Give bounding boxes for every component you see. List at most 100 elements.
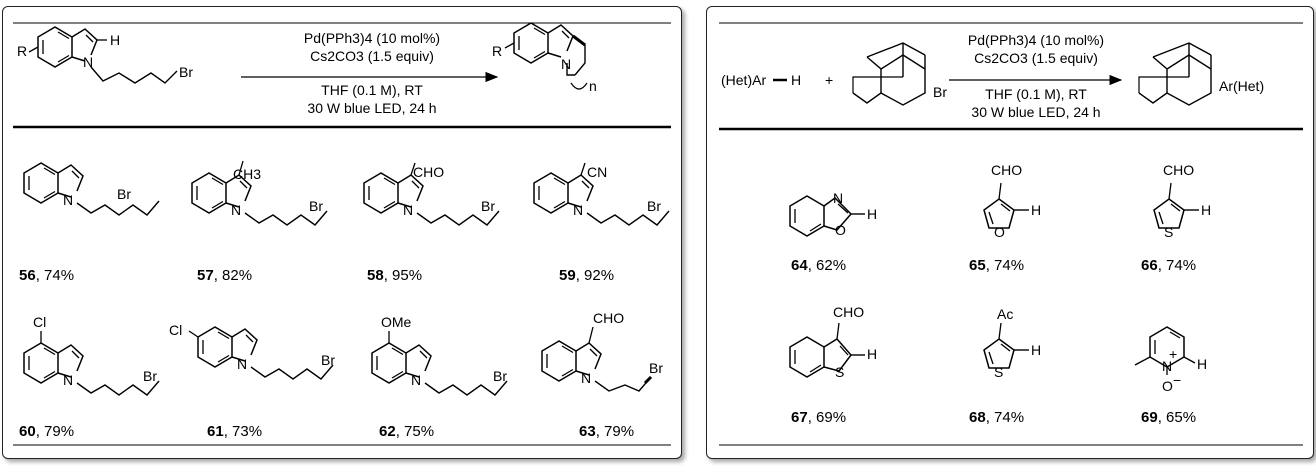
compound-61-structure	[188, 326, 334, 380]
compound-60-structure	[23, 331, 160, 396]
reaction-conditions-bottom: THF (0.1 M), RT 30 W blue LED, 24 h	[249, 81, 495, 117]
plus-sign: +	[825, 72, 833, 88]
heteroarene-scope-drawing: (Het)Ar H + Br Ar(Het) N O H CHO O H CHO…	[719, 22, 1303, 446]
compound-56-structure	[23, 162, 160, 216]
br-label: Br	[143, 368, 157, 384]
n-label: N	[231, 202, 241, 218]
compound-57-caption: 57, 82%	[197, 267, 253, 284]
n-label: N	[237, 356, 247, 372]
product-n-index: n	[589, 78, 597, 94]
n-label: N	[63, 372, 73, 388]
br-label: Br	[321, 352, 335, 368]
n-label: N	[403, 202, 413, 218]
compound-61-caption: 61, 73%	[207, 423, 263, 440]
compound-68-caption: 68, 74%	[969, 409, 1025, 426]
compound-66-structure	[1153, 182, 1200, 229]
br-label: Br	[647, 198, 661, 214]
n-label: N	[581, 370, 591, 386]
compound-67-caption: 67, 69%	[791, 409, 847, 426]
compound-63-structure	[541, 326, 653, 392]
h-label: H	[867, 346, 877, 362]
compound-60-caption: 60, 79%	[19, 423, 75, 440]
plus-charge-label: +	[1169, 346, 1177, 362]
br-label: Br	[117, 186, 131, 202]
br-label: Br	[481, 198, 495, 214]
product-r-label: R	[492, 43, 502, 59]
compound-64-caption: 64, 62%	[791, 257, 847, 274]
h-label: H	[867, 206, 877, 222]
compound-57-substituent: CH3	[233, 166, 261, 182]
condition-catalyst: Pd(PPh3)4 (10 mol%)	[303, 30, 441, 46]
substrate-n-label: N	[83, 54, 93, 70]
h-label: H	[1201, 202, 1211, 218]
o-label: O	[835, 222, 846, 238]
s-label: S	[994, 364, 1003, 380]
compound-68-structure	[983, 322, 1030, 369]
compound-62-structure	[371, 331, 508, 396]
compound-62-caption: 62, 75%	[379, 423, 435, 440]
substrate-r-label: R	[17, 43, 27, 59]
substrate-br-label: Br	[179, 64, 193, 80]
compound-69-structure	[1134, 326, 1196, 375]
s-label: S	[1164, 224, 1173, 240]
indole-scope-panel: R H N Br R N n N Br CH3	[2, 6, 682, 459]
compound-64-structure	[789, 195, 865, 237]
compound-62-substituent: OMe	[381, 314, 412, 330]
compound-68-substituent: Ac	[997, 306, 1013, 322]
condition-light: 30 W blue LED, 24 h	[971, 104, 1101, 120]
o-label: O	[994, 224, 1005, 240]
adamantyl-product-structure	[1138, 42, 1212, 106]
compound-59-substituent: CN	[587, 164, 607, 180]
compound-67-structure	[789, 322, 865, 378]
compound-60-substituent: Cl	[33, 314, 46, 330]
product-structure	[504, 22, 588, 90]
bromoadamantane-structure	[852, 42, 926, 106]
product-n-label: N	[561, 56, 571, 72]
condition-solvent: THF (0.1 M), RT	[985, 86, 1087, 102]
adamantyl-br-label: Br	[933, 84, 947, 100]
reaction-conditions-top: Pd(PPh3)4 (10 mol%) Cs2CO3 (1.5 equiv)	[249, 29, 495, 65]
o-label: O	[1162, 378, 1173, 394]
compound-58-substituent: CHO	[413, 164, 444, 180]
substrate-h-label: H	[110, 32, 120, 48]
compound-66-caption: 66, 74%	[1141, 257, 1197, 274]
compound-63-caption: 63, 79%	[579, 423, 635, 440]
compound-63-substituent: CHO	[593, 310, 624, 326]
reactant-label: (Het)Ar	[721, 72, 766, 88]
substrate-structure	[28, 26, 178, 84]
br-label: Br	[309, 198, 323, 214]
compound-61-substituent: Cl	[169, 322, 182, 338]
compound-65-structure	[983, 182, 1030, 229]
condition-catalyst: Pd(PPh3)4 (10 mol%)	[967, 32, 1105, 48]
compound-65-caption: 65, 74%	[969, 257, 1025, 274]
n-label: N	[63, 192, 73, 208]
compound-67-substituent: CHO	[833, 304, 864, 320]
reaction-conditions-bottom: THF (0.1 M), RT 30 W blue LED, 24 h	[951, 85, 1121, 121]
compound-59-caption: 59, 92%	[559, 267, 615, 284]
heteroarene-scope-panel: (Het)Ar H + Br Ar(Het) N O H CHO O H CHO…	[706, 6, 1314, 459]
s-label: S	[835, 364, 844, 380]
compound-65-substituent: CHO	[991, 162, 1022, 178]
n-label: N	[833, 190, 843, 206]
n-label: N	[1162, 358, 1172, 374]
compound-57-structure	[191, 160, 328, 226]
condition-base: Cs2CO3 (1.5 equiv)	[974, 50, 1098, 66]
condition-solvent: THF (0.1 M), RT	[321, 82, 423, 98]
compound-69-caption: 69, 65%	[1141, 409, 1197, 426]
product-group-label: Ar(Het)	[1219, 78, 1264, 94]
minus-charge-label: −	[1173, 372, 1181, 388]
reaction-conditions-top: Pd(PPh3)4 (10 mol%) Cs2CO3 (1.5 equiv)	[951, 31, 1121, 67]
h-label: H	[1031, 202, 1041, 218]
indole-scope-drawing: R H N Br R N n N Br CH3	[13, 22, 671, 446]
compound-58-caption: 58, 95%	[367, 267, 423, 284]
n-label: N	[573, 202, 583, 218]
br-label: Br	[649, 360, 663, 376]
compound-59-structure	[533, 162, 670, 226]
h-label: H	[1197, 356, 1207, 372]
n-label: N	[411, 372, 421, 388]
reactant-h-label: H	[791, 72, 801, 88]
h-label: H	[1031, 342, 1041, 358]
condition-light: 30 W blue LED, 24 h	[307, 100, 437, 116]
br-label: Br	[493, 368, 507, 384]
condition-base: Cs2CO3 (1.5 equiv)	[310, 48, 434, 64]
